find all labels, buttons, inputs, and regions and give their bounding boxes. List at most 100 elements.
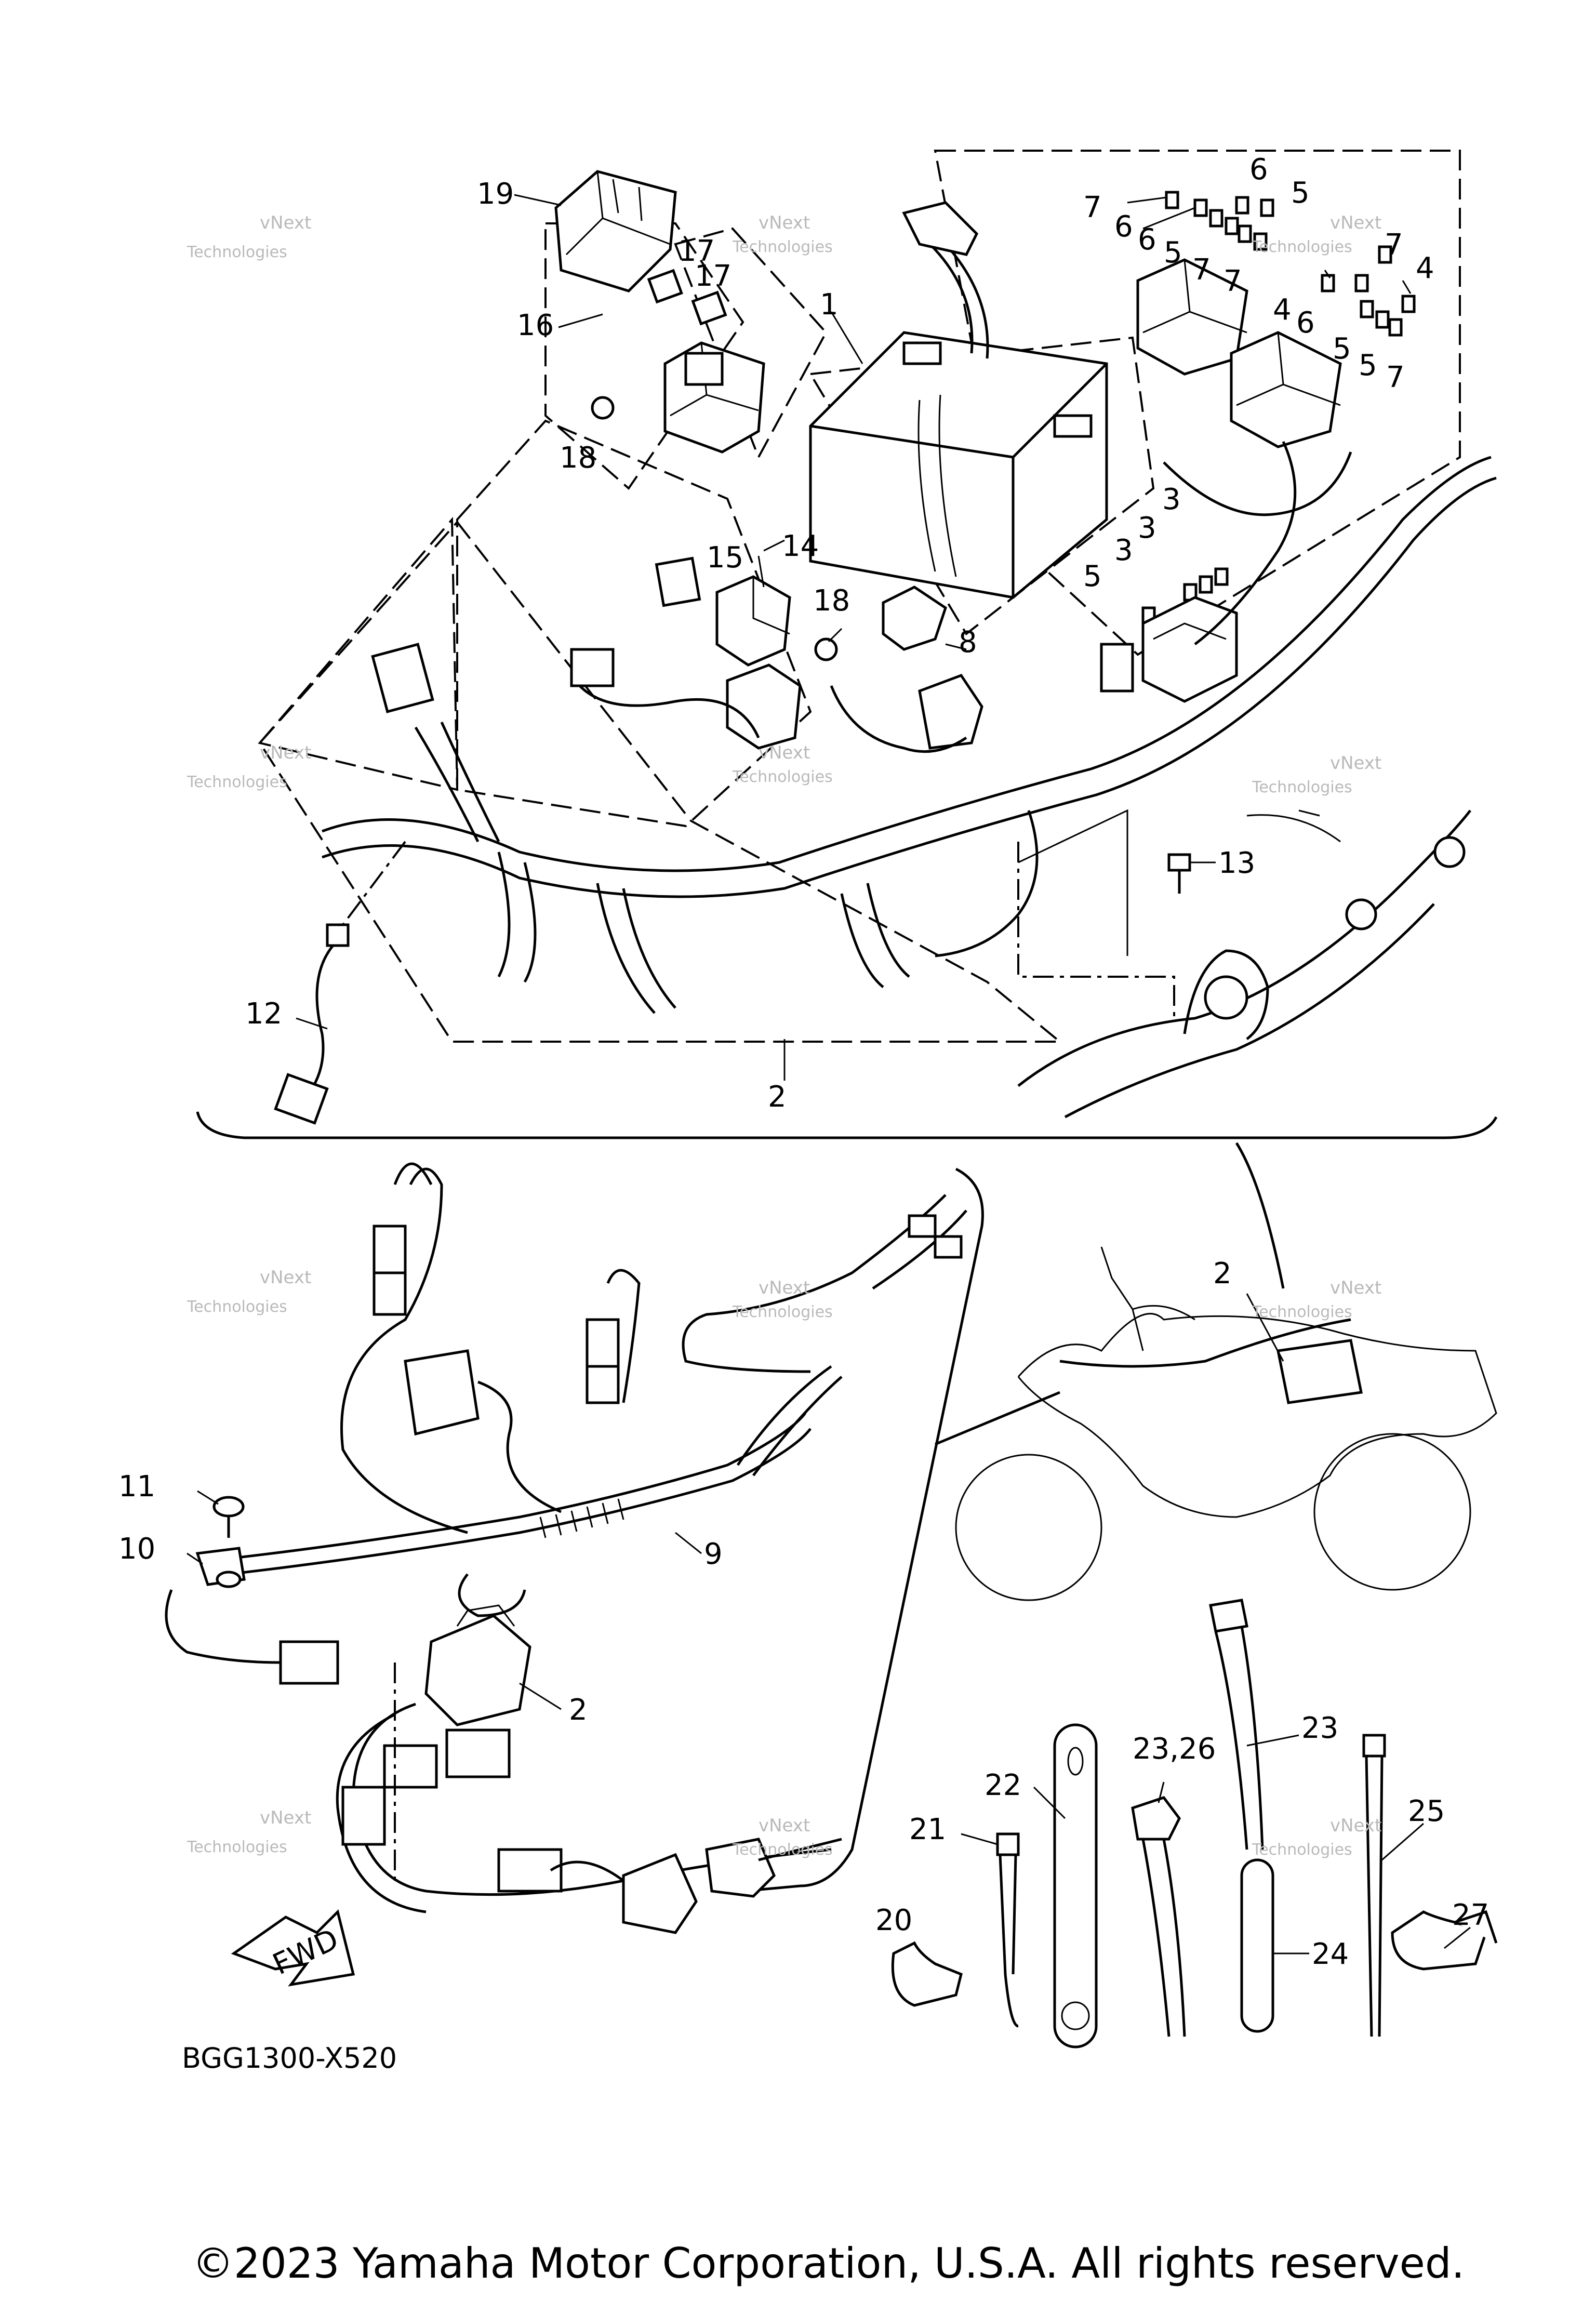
watermark-line1: vNext [260,742,311,763]
wire-harness-bottom [165,1162,967,1664]
clamp-10 [195,1547,246,1588]
cable-tie-21 [996,1832,1020,2028]
bolt-13 [1167,853,1191,894]
relay-cover-19 [554,170,677,292]
watermark-line2: Technologies [187,1838,287,1856]
callout-9: 9 [704,1537,723,1571]
tube-24 [1240,1858,1274,2033]
fuse-15 [655,556,701,607]
callout-7a: 7 [1083,191,1102,224]
callout-4b: 4 [1273,293,1292,327]
battery-1 [809,331,1108,599]
callout-20: 20 [875,1904,912,1937]
callout-18a: 18 [560,441,596,475]
callout-7d: 7 [1385,228,1403,262]
callout-23-26: 23,26 [1133,1732,1216,1766]
watermark-line1: vNext [759,1815,810,1836]
watermark-line1: vNext [759,742,810,763]
callout-5e: 5 [1083,560,1102,593]
fuse-17 [647,269,727,326]
watermark-line2: Technologies [187,773,287,791]
callout-leaders [187,194,1471,1954]
callout-25: 25 [1408,1794,1445,1828]
motorcycle-silhouette [955,1246,1497,1601]
callout-12: 12 [245,997,282,1031]
relay-socket [726,663,802,750]
callout-22: 22 [985,1768,1021,1802]
callout-5a: 5 [1291,176,1310,210]
callout-6d: 6 [1296,306,1315,340]
watermark-line1: vNext [260,1807,311,1828]
watermark-line1: vNext [1330,1815,1381,1836]
assembly-outlines [258,150,1461,1043]
bolt-11 [212,1496,245,1538]
watermark-line2: Technologies [1252,1303,1352,1321]
callout-5b: 5 [1164,236,1182,270]
callout-4a: 4 [1416,251,1434,285]
callout-6a: 6 [1249,153,1268,187]
clamp-20 [891,1941,963,2007]
callout-6b: 6 [1114,210,1133,244]
callout-7e: 7 [1386,361,1405,394]
callout-21: 21 [909,1813,946,1846]
callout-5c: 5 [1333,332,1351,366]
starter-relay-16 [663,341,765,454]
callout-18b: 18 [813,584,850,618]
callout-3c: 3 [1114,534,1133,567]
nut-18-b [814,637,838,661]
callout-10: 10 [118,1532,155,1566]
watermark-line2: Technologies [1252,238,1352,256]
frame-outline [1017,809,1471,1119]
callout-7c: 7 [1223,264,1242,298]
cable-tie-25 [1362,1734,1386,2037]
watermark-line2: Technologies [1252,778,1352,796]
bottom-left-divider [742,1167,984,1893]
watermark-line2: Technologies [187,243,287,261]
watermark-line1: vNext [260,1267,311,1288]
sensor-lead-12 [274,923,350,1125]
section-divider [196,1111,1498,1139]
watermark-line2: Technologies [732,238,833,256]
sensor-leader-line [342,841,406,926]
callout-11: 11 [118,1470,155,1504]
watermark-line1: vNext [1330,1278,1381,1298]
callout-17a: 17 [678,234,715,268]
callout-2a: 2 [768,1080,787,1114]
band-22 [1053,1723,1098,2049]
callout-24: 24 [1312,1937,1349,1971]
watermark-line2: Technologies [732,1841,833,1859]
relay-14 [715,575,791,667]
lower-harness-connectors [279,1604,842,1934]
watermark-line1: vNext [1330,212,1381,233]
watermark-line2: Technologies [1252,1841,1352,1859]
fuse-cluster [1141,191,1416,625]
nut-18-a [591,396,615,420]
callout-23: 23 [1301,1711,1338,1745]
callout-17b: 17 [695,259,732,293]
callout-15: 15 [707,541,743,575]
diagram-code: BGG1300-X520 [182,2042,397,2074]
watermark-line1: vNext [260,212,311,233]
watermark-line1: vNext [759,1278,810,1298]
copyright-notice: ©2023 Yamaha Motor Corporation, U.S.A. A… [192,2239,1465,2288]
callout-5d: 5 [1359,349,1377,382]
callout-19: 19 [477,177,514,211]
callout-13: 13 [1218,846,1255,880]
callout-7b: 7 [1192,253,1211,287]
clamp-23-26 [1131,1796,1186,2037]
callout-3b: 3 [1138,511,1156,545]
callout-2c: 2 [569,1693,588,1727]
ground-lead [1018,809,1128,956]
battery-cable [929,243,989,359]
fuse-box-main [1100,596,1238,703]
watermark-line1: vNext [1330,753,1381,774]
callout-1: 1 [820,288,839,322]
watermark-line2: Technologies [732,1303,833,1321]
fwd-arrow: FWD [231,1909,355,1987]
callout-27: 27 [1452,1898,1489,1932]
detail-leader [1235,1142,1285,1289]
inset-leader [935,1391,1060,1446]
ground-leader-line [1017,842,1175,1018]
watermark-line1: vNext [759,212,810,233]
